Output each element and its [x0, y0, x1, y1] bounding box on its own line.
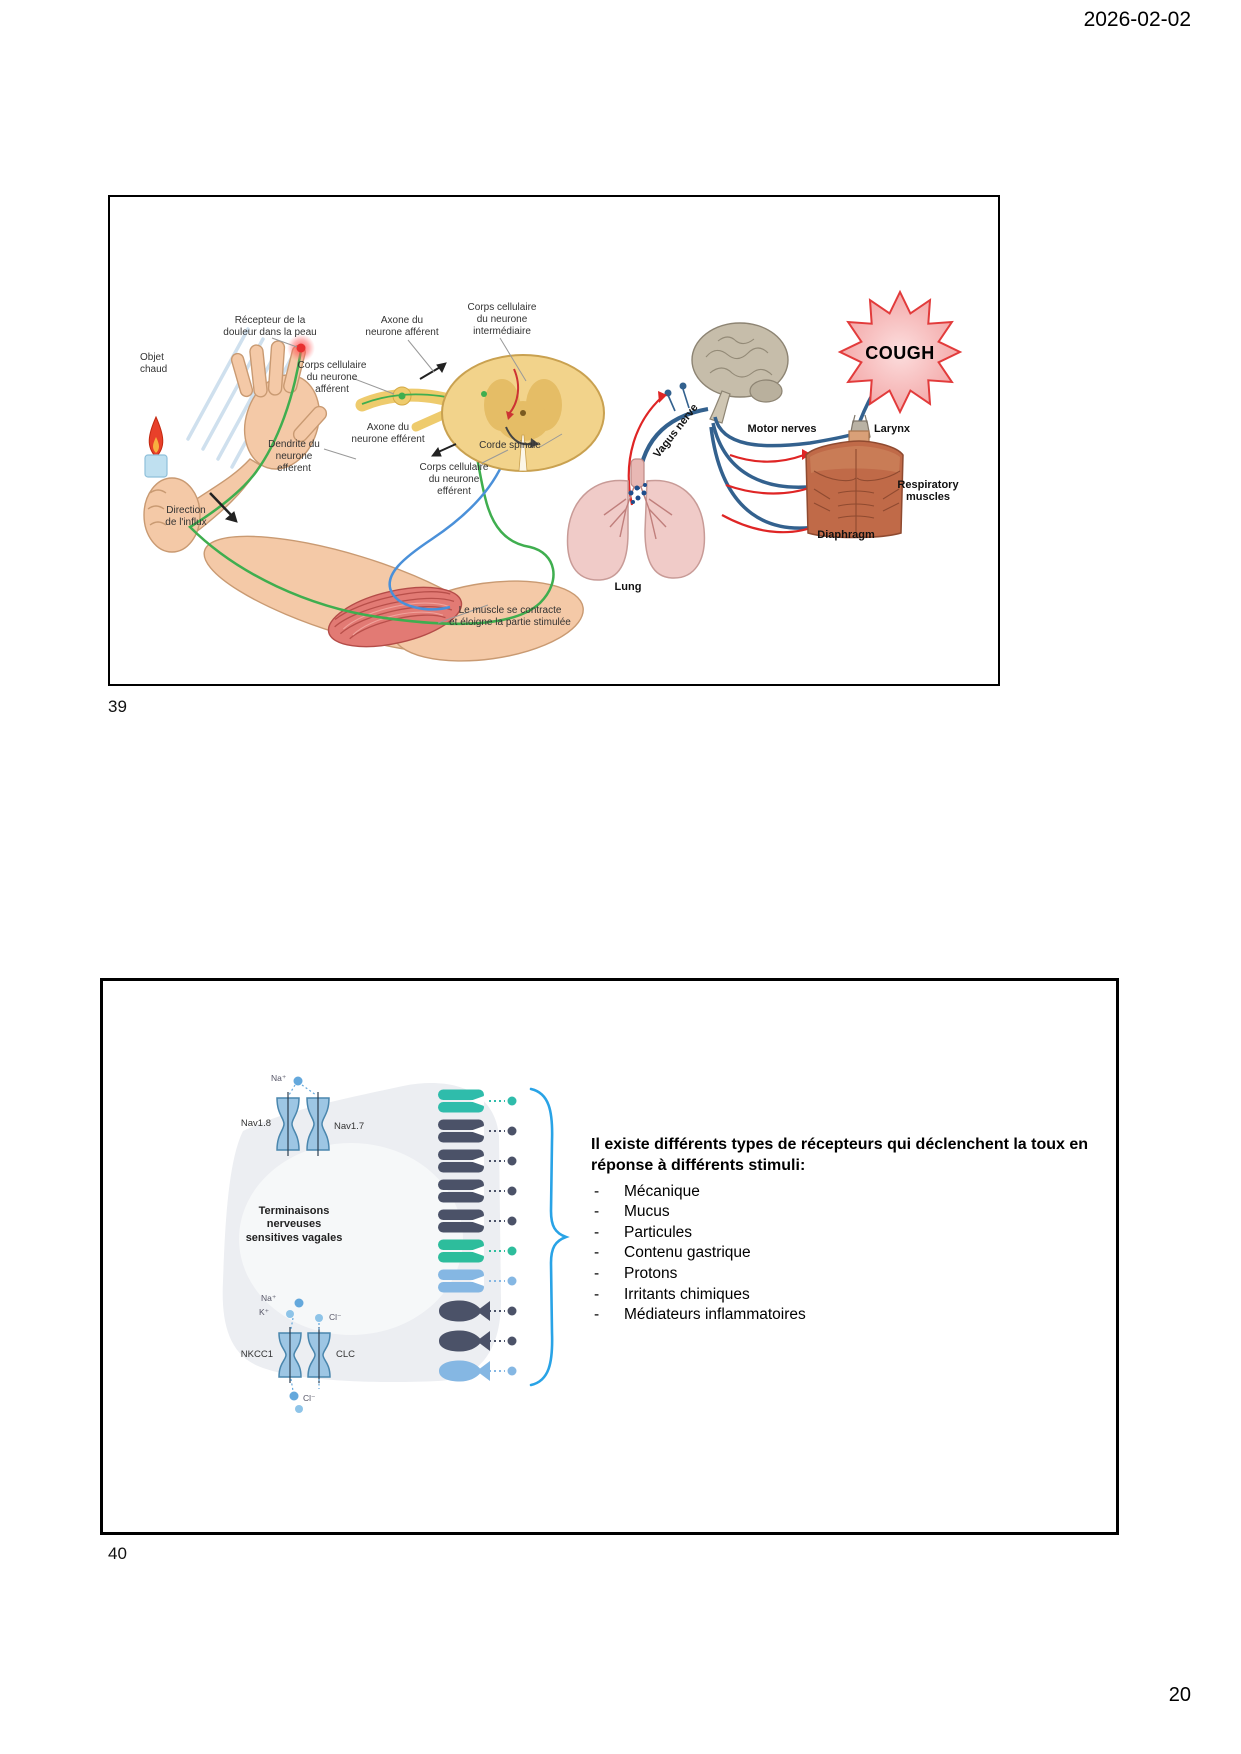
- stimuli-intro: Il existe différents types de récepteurs…: [591, 1136, 1089, 1174]
- brain-illustration: [691, 322, 789, 424]
- receptor-channel: [438, 1149, 517, 1173]
- chloride-ion: [315, 1314, 323, 1322]
- efferent-path-line: [388, 464, 504, 611]
- label-larynx: Larynx: [873, 423, 911, 435]
- label-afferent-body: Corps cellulaire du neurone afférent: [297, 360, 367, 395]
- cough-pathway-illustration: [566, 289, 963, 581]
- receptor-channel: [438, 1269, 517, 1293]
- torso-illustration: [805, 430, 904, 539]
- pain-reflex-illustration: [143, 327, 605, 662]
- label-impulse-direction: Direction de l'influx: [165, 505, 207, 528]
- receptor-column: [438, 1089, 517, 1382]
- label-nav17: Nav1.7: [334, 1121, 365, 1132]
- stimuli-item: -Mécanique: [594, 1182, 700, 1200]
- sodium-ion: [293, 1076, 303, 1086]
- label-pain-receptor: Récepteur de la douleur dans la peau: [223, 315, 317, 338]
- receptor-gpcr: [439, 1360, 517, 1382]
- lower-hand: [143, 477, 201, 553]
- potassium-ion: [286, 1310, 294, 1318]
- label-cl-ion-2: Cl⁻: [303, 1393, 316, 1403]
- label-motor-nerves: Motor nerves: [747, 423, 817, 435]
- label-vagal-terminals: Terminaisons nerveuses sensitives vagale…: [245, 1205, 343, 1244]
- red-arrows: [627, 396, 819, 534]
- sodium-ion: [294, 1298, 304, 1308]
- candle-illustration: [144, 415, 168, 478]
- cough-starburst: [837, 289, 963, 415]
- stimuli-item: -Mucus: [594, 1203, 670, 1221]
- stimuli-list: -Mécanique -Mucus -Particules -Contenu gast…: [591, 1182, 1151, 1326]
- stimuli-item: -Irritants chimiques: [594, 1285, 750, 1303]
- label-respiratory-muscles: Respiratory muscles: [897, 479, 959, 503]
- stimuli-item: -Contenu gastrique: [594, 1244, 751, 1262]
- receptor-channel: [438, 1239, 517, 1263]
- afferent-path-line: [187, 349, 555, 626]
- stimuli-item: -Médiateurs inflammatoires: [594, 1306, 806, 1324]
- slide40-artwork: [222, 1076, 570, 1413]
- receptor-gpcr: [439, 1300, 517, 1322]
- label-na-ion-2: Na⁺: [261, 1293, 277, 1303]
- stimuli-item: -Protons: [594, 1265, 678, 1283]
- vagal-endings-cluster: [628, 483, 647, 504]
- chloride-ion: [295, 1405, 303, 1413]
- label-muscle-contracts: Le muscle se contracte et éloigne la par…: [449, 605, 571, 628]
- chloride-ion: [289, 1391, 299, 1401]
- page-date: 2026-02-02: [1083, 8, 1191, 31]
- lungs-illustration: [566, 458, 706, 581]
- slide39-artwork: [143, 289, 963, 662]
- label-k-ion: K⁺: [259, 1307, 270, 1317]
- direction-arrows: [209, 362, 457, 523]
- stimuli-textblock: Il existe différents types de récepteurs…: [591, 1135, 1151, 1326]
- label-interneuron-body: Corps cellulaire du neurone intermédiair…: [467, 302, 537, 337]
- label-afferent-axon: Axone du neurone afférent: [365, 315, 439, 338]
- slide-40: Terminaisons nerveuses sensitives vagale…: [100, 978, 1119, 1535]
- label-efferent-body: Corps cellulaire du neurone efférent: [419, 462, 489, 497]
- label-spinal-cord: Corde spinale: [479, 440, 541, 451]
- label-leader-lines: [271, 337, 563, 624]
- label-lung: Lung: [614, 581, 642, 593]
- label-nkcc1: NKCC1: [240, 1349, 273, 1360]
- brace-icon: [529, 1087, 570, 1387]
- slide-39: Récepteur de la douleur dans la peau Axo…: [108, 195, 1000, 686]
- spinal-cord-section: [441, 354, 605, 472]
- receptor-gpcr: [439, 1330, 517, 1352]
- cough-text: COUGH: [865, 343, 935, 363]
- nav-channels: [276, 1076, 330, 1156]
- arm-muscle: [327, 586, 463, 648]
- label-efferent-dendrite: Dendrite du neurone efferent: [268, 439, 320, 474]
- label-nav18: Nav1.8: [240, 1118, 271, 1129]
- label-hot-object: Objet chaud: [140, 352, 168, 375]
- receptor-channel: [438, 1089, 517, 1113]
- slide-number-40: 40: [108, 1544, 127, 1563]
- page-number: 20: [1168, 1684, 1191, 1706]
- label-na-ion: Na⁺: [271, 1073, 287, 1083]
- label-clc: CLC: [336, 1349, 356, 1360]
- receptor-channel: [438, 1119, 517, 1143]
- label-diaphragm: Diaphragm: [817, 529, 875, 541]
- receptor-channel: [438, 1209, 517, 1233]
- pain-receptor-glow: [287, 334, 315, 362]
- label-efferent-axon: Axone du neurone efférent: [351, 422, 425, 445]
- stimuli-item: -Particules: [594, 1223, 693, 1241]
- label-cl-ion: Cl⁻: [329, 1312, 342, 1322]
- nerve-terminal-blob: [222, 1083, 501, 1383]
- receptor-channel: [438, 1179, 517, 1203]
- transporter-channels: [278, 1298, 331, 1413]
- slide-number-39: 39: [108, 697, 127, 716]
